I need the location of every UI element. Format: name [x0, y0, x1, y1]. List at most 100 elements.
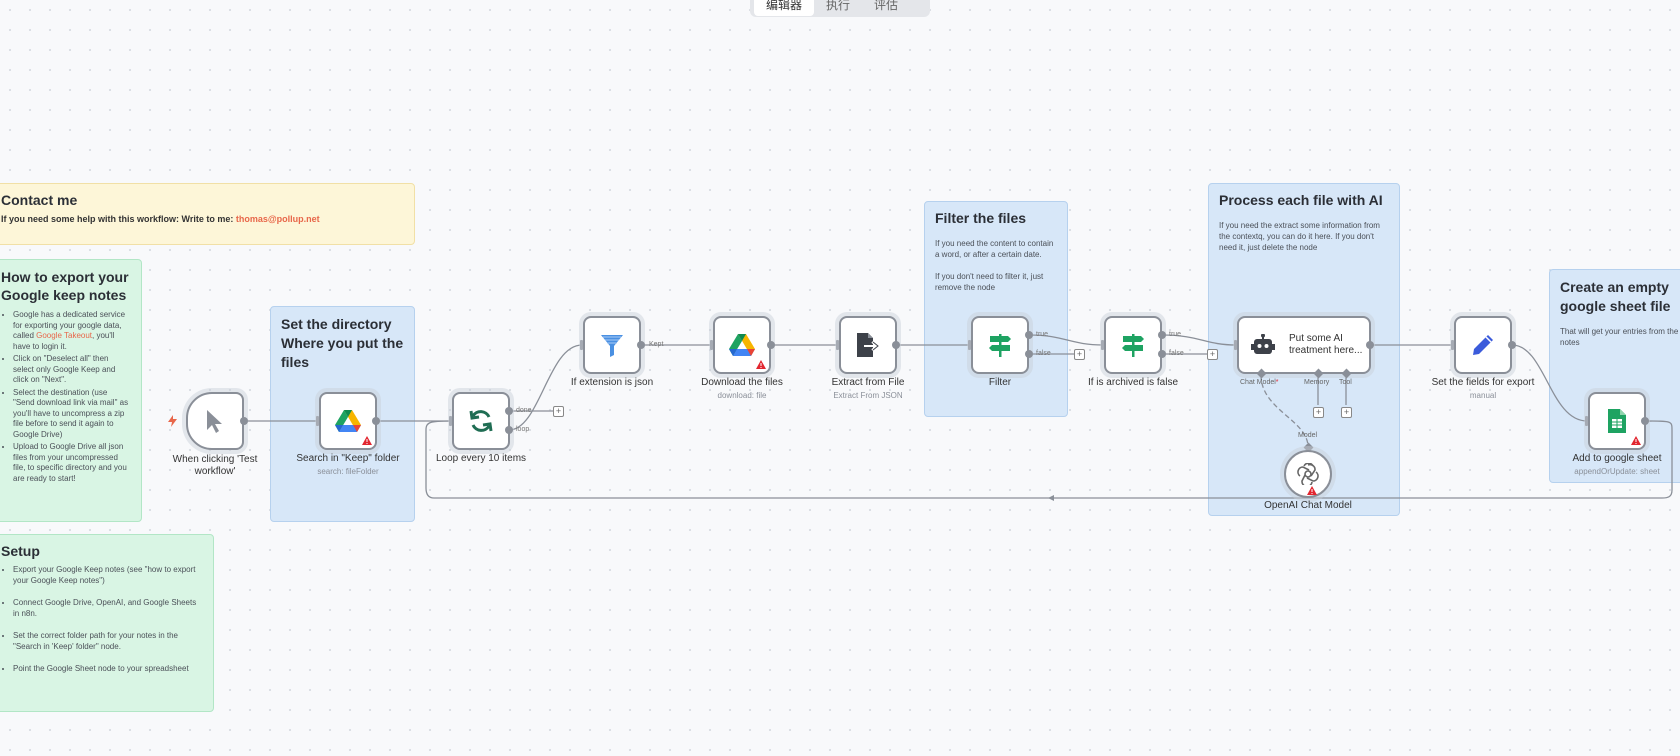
- sticky-filter[interactable]: Filter the files If you need the content…: [924, 201, 1068, 417]
- add-node-button[interactable]: +: [1074, 349, 1085, 360]
- tab-evaluations[interactable]: 评估: [874, 0, 899, 12]
- sticky-sheet-title: Create an empty google sheet file: [1560, 279, 1671, 314]
- input-port[interactable]: [580, 340, 583, 350]
- add-memory-button[interactable]: +: [1313, 407, 1324, 418]
- cursor-icon: [204, 408, 226, 434]
- signpost-icon: [988, 332, 1012, 358]
- add-node-button[interactable]: +: [553, 406, 564, 417]
- node-ai-agent-label: Put some AI treatment here...: [1289, 333, 1363, 356]
- list-item: Click on "Deselect all" then select only…: [13, 354, 131, 386]
- edge-label-true: true: [1036, 331, 1049, 338]
- node-loop[interactable]: [452, 392, 510, 450]
- input-port[interactable]: [1234, 340, 1237, 350]
- node-google-sheet-label: Add to google sheet: [1572, 453, 1662, 464]
- input-port[interactable]: [449, 416, 452, 426]
- node-loop-label: Loop every 10 items: [435, 453, 527, 464]
- node-set-fields[interactable]: [1454, 316, 1512, 374]
- node-ai-agent[interactable]: Put some AI treatment here...: [1237, 316, 1371, 374]
- output-port[interactable]: [1366, 341, 1374, 349]
- sticky-filter-title: Filter the files: [935, 210, 1027, 226]
- tab-editor[interactable]: 编辑器: [754, 0, 815, 16]
- input-port[interactable]: [968, 340, 971, 350]
- list-item: Point the Google Sheet node to your spre…: [13, 664, 203, 675]
- input-port[interactable]: [316, 416, 319, 426]
- output-port[interactable]: [372, 417, 380, 425]
- list-item: Set the correct folder path for your not…: [13, 631, 203, 652]
- sticky-setup-list: Export your Google Keep notes (see "how …: [1, 565, 203, 675]
- node-search-keep[interactable]: [319, 392, 377, 450]
- input-port[interactable]: [836, 340, 839, 350]
- list-item: Export your Google Keep notes (see "how …: [13, 565, 203, 586]
- node-if-archived-label: If is archived is false: [1087, 377, 1179, 388]
- node-extract[interactable]: [839, 316, 897, 374]
- output-port-true[interactable]: [1025, 331, 1033, 339]
- output-port-false[interactable]: [1158, 350, 1166, 358]
- node-trigger[interactable]: [186, 392, 244, 450]
- sublabel-tool: Tool: [1339, 379, 1352, 386]
- edge-label-done: done: [516, 407, 532, 414]
- sticky-directory-title: Set the directory Where you put the file…: [281, 316, 404, 370]
- output-port[interactable]: [1508, 341, 1516, 349]
- node-if-json-label: If extension is json: [570, 377, 654, 388]
- edge-label-loop: loop: [516, 426, 530, 433]
- list-item: Upload to Google Drive all json files fr…: [13, 442, 131, 484]
- sticky-setup[interactable]: Setup Export your Google Keep notes (see…: [0, 534, 214, 712]
- output-port[interactable]: [1641, 417, 1649, 425]
- sticky-contact[interactable]: Contact me If you need some help with th…: [0, 183, 415, 245]
- tab-executions[interactable]: 执行: [826, 0, 851, 12]
- node-google-sheet[interactable]: [1588, 392, 1646, 450]
- input-port[interactable]: [1585, 416, 1588, 426]
- sublabel-chat-model: Chat Model*: [1240, 379, 1279, 386]
- sticky-contact-title: Contact me: [1, 192, 78, 208]
- input-port[interactable]: [1101, 340, 1104, 350]
- sublabel-model: Model: [1298, 432, 1318, 439]
- add-node-button[interactable]: +: [1207, 349, 1218, 360]
- add-tool-button[interactable]: +: [1341, 407, 1352, 418]
- node-download-label: Download the files: [701, 377, 783, 388]
- node-if-archived[interactable]: [1104, 316, 1162, 374]
- pencil-icon: [1471, 333, 1495, 357]
- output-port-true[interactable]: [1158, 331, 1166, 339]
- input-port[interactable]: [1451, 340, 1454, 350]
- edge-label-true: true: [1169, 331, 1182, 338]
- robot-icon: [1251, 334, 1275, 356]
- input-port[interactable]: [710, 340, 713, 350]
- warning-icon: [756, 360, 766, 369]
- node-extract-label: Extract from File: [831, 377, 905, 388]
- node-filter[interactable]: [971, 316, 1029, 374]
- output-port-false[interactable]: [1025, 350, 1033, 358]
- warning-icon: [1307, 486, 1317, 495]
- output-port-loop[interactable]: [505, 426, 513, 434]
- output-port[interactable]: [240, 417, 248, 425]
- sticky-export-howto[interactable]: How to export your Google keep notes Goo…: [0, 259, 142, 522]
- node-google-sheet-sub: appendOrUpdate: sheet: [1574, 467, 1660, 476]
- node-openai-label: OpenAI Chat Model: [1264, 500, 1352, 511]
- google-takeout-link[interactable]: Google Takeout: [36, 331, 93, 340]
- list-item: Select the destination (use "Send downlo…: [13, 388, 131, 441]
- view-tabs: 编辑器 执行 评估: [750, 0, 930, 17]
- node-openai[interactable]: [1284, 450, 1332, 498]
- node-set-fields-label: Set the fields for export: [1431, 377, 1535, 388]
- sticky-contact-text: If you need some help with this workflow…: [1, 214, 320, 224]
- sticky-filter-text1: If you need the content to contain a wor…: [935, 239, 1054, 259]
- loop-icon: [468, 408, 494, 434]
- output-port[interactable]: [767, 341, 775, 349]
- node-set-fields-sub: manual: [1469, 391, 1497, 400]
- output-port-done[interactable]: [505, 407, 513, 415]
- sticky-google-sheet[interactable]: Create an empty google sheet file That w…: [1549, 269, 1680, 483]
- output-port[interactable]: [892, 341, 900, 349]
- sticky-process-text: If you need the extract some information…: [1219, 221, 1380, 252]
- node-download[interactable]: [713, 316, 771, 374]
- sticky-directory[interactable]: Set the directory Where you put the file…: [270, 306, 415, 522]
- output-port-kept[interactable]: [637, 341, 645, 349]
- sticky-export-list: Google has a dedicated service for expor…: [1, 310, 131, 484]
- contact-email-link[interactable]: thomas@pollup.net: [235, 214, 320, 224]
- warning-icon: [1631, 436, 1641, 445]
- sublabel-memory: Memory: [1304, 379, 1330, 386]
- node-filter-label: Filter: [988, 377, 1012, 388]
- list-item: Google has a dedicated service for expor…: [13, 310, 131, 352]
- edge-label-false: false: [1169, 350, 1184, 357]
- node-if-json[interactable]: [583, 316, 641, 374]
- loopback-arrow: [1048, 495, 1054, 501]
